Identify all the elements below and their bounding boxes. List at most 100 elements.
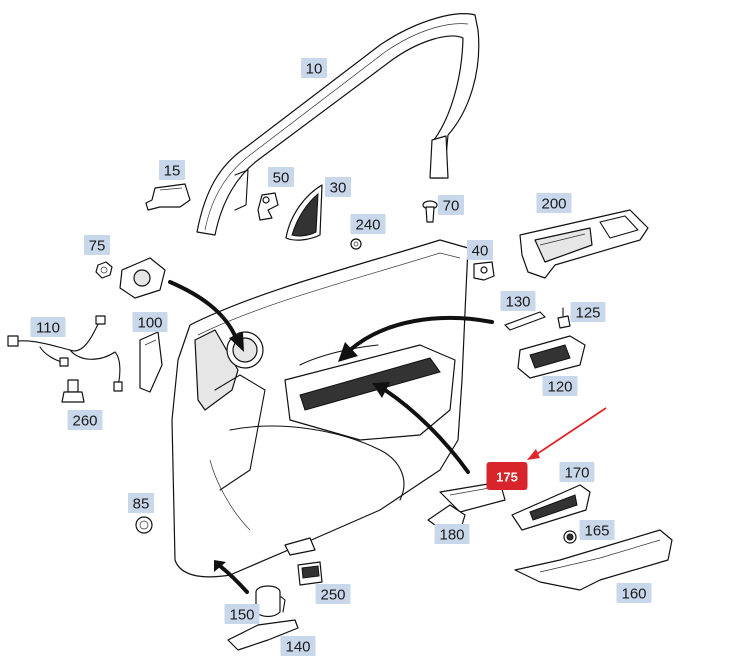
- callout-number: 15: [164, 163, 181, 180]
- callout-box: [280, 636, 316, 656]
- callout-box: [159, 160, 185, 180]
- callout-number: 75: [89, 238, 106, 255]
- callout-75[interactable]: 75: [84, 235, 110, 255]
- callout-number: 30: [330, 180, 347, 197]
- door-trim-panel[interactable]: [171, 239, 469, 578]
- callout-box: [500, 291, 536, 311]
- callout-15[interactable]: 15: [159, 160, 185, 180]
- callout-number: 175: [496, 470, 518, 485]
- callout-box: [559, 462, 595, 482]
- callout-170[interactable]: 170: [559, 462, 595, 482]
- callout-number: 70: [443, 198, 460, 215]
- callout-160[interactable]: 160: [616, 583, 652, 603]
- callout-number: 260: [72, 413, 97, 430]
- part-75-nut[interactable]: [95, 261, 113, 279]
- callout-number: 200: [541, 196, 566, 213]
- speaker-module[interactable]: [119, 257, 166, 299]
- callout-box: [570, 302, 606, 322]
- callout-box: [434, 524, 470, 544]
- callout-100[interactable]: 100: [132, 312, 168, 332]
- callout-number: 125: [575, 305, 600, 322]
- callout-box: [224, 604, 260, 624]
- callout-box: [486, 462, 528, 490]
- callout-box: [325, 177, 351, 197]
- callout-box: [542, 376, 578, 396]
- part-40-clip[interactable]: [473, 261, 495, 281]
- callout-box: [467, 240, 493, 260]
- callout-250[interactable]: 250: [315, 584, 351, 604]
- callout-box: [536, 193, 572, 213]
- callout-box: [438, 195, 464, 215]
- callout-175[interactable]: 175: [486, 462, 528, 490]
- callout-number: 170: [564, 465, 589, 482]
- part-120-door-handle[interactable]: [517, 335, 586, 379]
- callout-30[interactable]: 30: [325, 177, 351, 197]
- part-170-switch-panel[interactable]: [511, 484, 591, 531]
- callout-140[interactable]: 140: [280, 636, 316, 656]
- callout-box: [268, 167, 294, 187]
- highlight-arrow: [527, 407, 607, 460]
- part-250-pocket[interactable]: [297, 561, 323, 586]
- callout-10[interactable]: 10: [301, 58, 327, 78]
- callout-box: [128, 493, 154, 513]
- callout-150[interactable]: 150: [224, 604, 260, 624]
- part-260-bolt[interactable]: [61, 379, 85, 403]
- part-130-strip[interactable]: [504, 311, 546, 331]
- part-100-trim[interactable]: [139, 331, 163, 393]
- callout-number: 140: [285, 639, 310, 656]
- part-10-window-frame[interactable]: [196, 12, 480, 236]
- callout-180[interactable]: 180: [434, 524, 470, 544]
- callout-130[interactable]: 130: [500, 291, 536, 311]
- callout-number: 10: [306, 61, 323, 78]
- callout-200[interactable]: 200: [536, 193, 572, 213]
- callout-50[interactable]: 50: [268, 167, 294, 187]
- part-125-clip[interactable]: [557, 307, 571, 329]
- callout-number: 130: [505, 294, 530, 311]
- callout-number: 180: [439, 527, 464, 544]
- part-160-armrest[interactable]: [514, 529, 673, 591]
- callout-70[interactable]: 70: [438, 195, 464, 215]
- part-240-plug[interactable]: [350, 238, 362, 250]
- callout-box: [67, 410, 103, 430]
- callout-165[interactable]: 165: [579, 520, 615, 540]
- part-150-cup-holder[interactable]: [255, 585, 286, 618]
- part-140-insert[interactable]: [227, 619, 299, 651]
- part-15-bracket[interactable]: [145, 183, 191, 211]
- callout-box: [30, 317, 66, 337]
- part-50-clip[interactable]: [257, 192, 279, 221]
- callout-40[interactable]: 40: [467, 240, 493, 260]
- callout-number: 165: [584, 523, 609, 540]
- callout-120[interactable]: 120: [542, 376, 578, 396]
- callout-box: [132, 312, 168, 332]
- callout-labels: 10 15 50 30 70 200 240 75 40 110 100 130 125 120 260 17…: [30, 58, 652, 656]
- callout-box: [616, 583, 652, 603]
- callout-number: 40: [472, 243, 489, 260]
- callout-number: 85: [133, 496, 150, 513]
- callout-number: 250: [320, 587, 345, 604]
- callout-number: 240: [355, 217, 380, 234]
- callout-box: [315, 584, 351, 604]
- part-165-knob[interactable]: [563, 530, 577, 544]
- callout-85[interactable]: 85: [128, 493, 154, 513]
- part-85-grommet[interactable]: [135, 516, 153, 534]
- part-30-tweeter-cover[interactable]: [285, 184, 323, 241]
- part-110-wiring-harness[interactable]: [7, 315, 123, 392]
- assembly-arrows: [168, 280, 494, 594]
- callout-number: 50: [273, 170, 290, 187]
- callout-number: 110: [36, 320, 60, 337]
- part-200-armrest-trim[interactable]: [519, 209, 649, 279]
- callout-number: 160: [621, 586, 646, 603]
- callout-number: 120: [547, 379, 572, 396]
- callout-box: [350, 214, 386, 234]
- callout-number: 100: [137, 315, 162, 332]
- callout-110[interactable]: 110: [30, 317, 66, 337]
- part-70-push-clip[interactable]: [422, 200, 438, 223]
- callout-125[interactable]: 125: [570, 302, 606, 322]
- callout-box: [579, 520, 615, 540]
- part-180-cover[interactable]: [427, 504, 466, 526]
- callout-240[interactable]: 240: [350, 214, 386, 234]
- callout-box: [84, 235, 110, 255]
- callout-260[interactable]: 260: [67, 410, 103, 430]
- callout-box: [301, 58, 327, 78]
